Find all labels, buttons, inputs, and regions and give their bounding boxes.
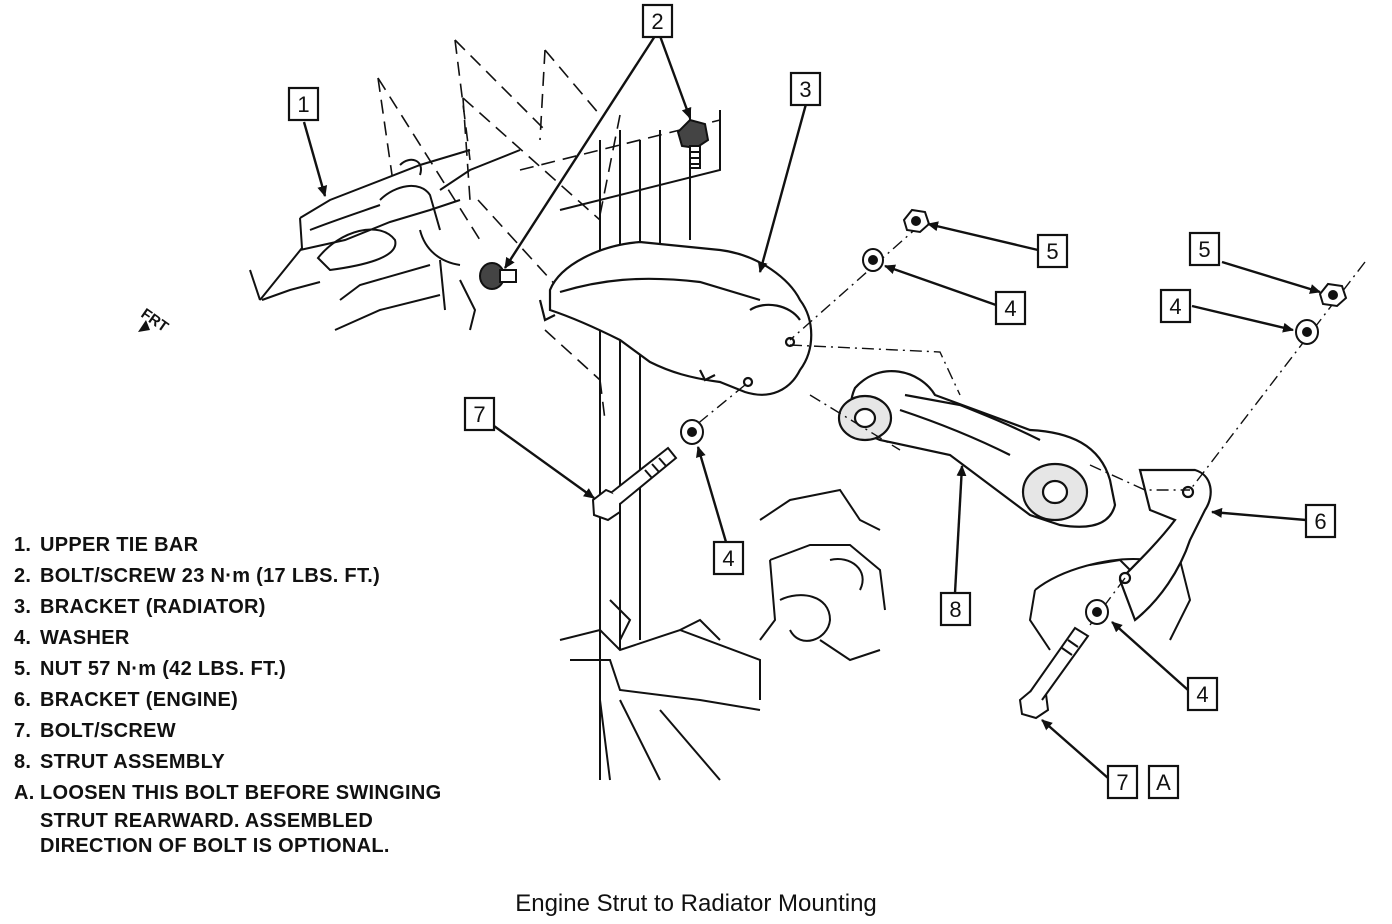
legend-continuation-line: STRUT REARWARD. ASSEMBLED bbox=[40, 810, 374, 832]
fastener-washer-4-center bbox=[680, 419, 704, 445]
legend-text: BOLT/SCREW 23 N·m (17 LBS. FT.) bbox=[40, 565, 381, 587]
legend-text: NUT 57 N·m (42 LBS. FT.) bbox=[40, 658, 287, 680]
legend-item: 2. BOLT/SCREW 23 N·m (17 LBS. FT.) bbox=[14, 561, 441, 592]
callout-4-center: 4 bbox=[722, 546, 734, 571]
legend-text: STRUT ASSEMBLY bbox=[40, 751, 225, 773]
engine-bracket-drawing bbox=[1118, 468, 1212, 622]
callout-A: A bbox=[1156, 770, 1171, 795]
legend-text: UPPER TIE BAR bbox=[40, 534, 199, 556]
strut-assembly-drawing bbox=[837, 370, 1117, 528]
legend-item: 8. STRUT ASSEMBLY bbox=[14, 747, 441, 778]
radiator-bracket-drawing bbox=[538, 240, 813, 396]
legend-text: LOOSEN THIS BOLT BEFORE SWINGING bbox=[40, 782, 442, 804]
legend-item: A. LOOSEN THIS BOLT BEFORE SWINGING bbox=[14, 778, 441, 809]
legend-key: 7. bbox=[14, 720, 32, 742]
callout-5-left: 5 bbox=[1046, 239, 1058, 264]
legend-key: 8. bbox=[14, 751, 32, 773]
fastener-bolt-2-lower bbox=[479, 262, 517, 290]
callout-1: 1 bbox=[297, 92, 309, 117]
legend-item: 5. NUT 57 N·m (42 LBS. FT.) bbox=[14, 654, 441, 685]
upper-tie-bar-drawing bbox=[249, 149, 521, 331]
fastener-nut-5-left bbox=[902, 208, 931, 234]
legend-key: A. bbox=[14, 782, 35, 804]
legend-item: 4. WASHER bbox=[14, 623, 441, 654]
fastener-bolt-2-upper bbox=[676, 118, 710, 169]
leader-arrows bbox=[302, 35, 1321, 779]
legend-item: 3. BRACKET (RADIATOR) bbox=[14, 592, 441, 623]
callout-7-lower: 7 bbox=[1116, 770, 1128, 795]
callout-4-lower: 4 bbox=[1196, 682, 1208, 707]
callout-2: 2 bbox=[651, 9, 663, 34]
callout-labels: 1 2 3 5 4 5 4 7 4 6 8 4 7 A bbox=[297, 9, 1326, 795]
legend-key: 3. bbox=[14, 596, 32, 618]
callout-boxes bbox=[287, 3, 1337, 800]
legend-item: 1. UPPER TIE BAR bbox=[14, 530, 441, 561]
callout-4-right: 4 bbox=[1169, 294, 1181, 319]
legend-item: 7. BOLT/SCREW bbox=[14, 716, 441, 747]
legend-key: 4. bbox=[14, 627, 32, 649]
hidden-structure-lines bbox=[377, 39, 721, 421]
callout-4-left: 4 bbox=[1004, 296, 1016, 321]
callout-6: 6 bbox=[1314, 509, 1326, 534]
legend-text: BRACKET (ENGINE) bbox=[40, 689, 239, 711]
front-direction-arrow bbox=[138, 320, 150, 332]
callout-8: 8 bbox=[949, 597, 961, 622]
legend-text: BRACKET (RADIATOR) bbox=[40, 596, 266, 618]
callout-7-left: 7 bbox=[473, 402, 485, 427]
legend-key: 1. bbox=[14, 534, 32, 556]
fastener-washer-4-lower bbox=[1085, 599, 1109, 625]
radiator-support-drawing bbox=[559, 110, 761, 781]
assembly-centerlines bbox=[689, 224, 1366, 626]
legend-text: WASHER bbox=[40, 627, 130, 649]
legend-key: 6. bbox=[14, 689, 32, 711]
fastener-washer-4-left bbox=[862, 248, 884, 272]
fastener-nut-5-right bbox=[1318, 282, 1348, 308]
legend-item: 6. BRACKET (ENGINE) bbox=[14, 685, 441, 716]
legend-key: 2. bbox=[14, 565, 32, 587]
parts-legend: 1. UPPER TIE BAR 2. BOLT/SCREW 23 N·m (1… bbox=[14, 530, 441, 859]
fastener-bolt-7-left bbox=[591, 446, 678, 522]
callout-3: 3 bbox=[799, 77, 811, 102]
fastener-washer-4-right bbox=[1295, 319, 1319, 345]
legend-text: BOLT/SCREW bbox=[40, 720, 176, 742]
legend-continuation-line: DIRECTION OF BOLT IS OPTIONAL. bbox=[40, 835, 390, 857]
fastener-bolt-7-lower bbox=[1018, 626, 1090, 720]
engine-block-drawing bbox=[759, 488, 1192, 662]
legend-key: 5. bbox=[14, 658, 32, 680]
figure-caption: Engine Strut to Radiator Mounting bbox=[515, 890, 877, 917]
callout-5-right: 5 bbox=[1198, 237, 1210, 262]
